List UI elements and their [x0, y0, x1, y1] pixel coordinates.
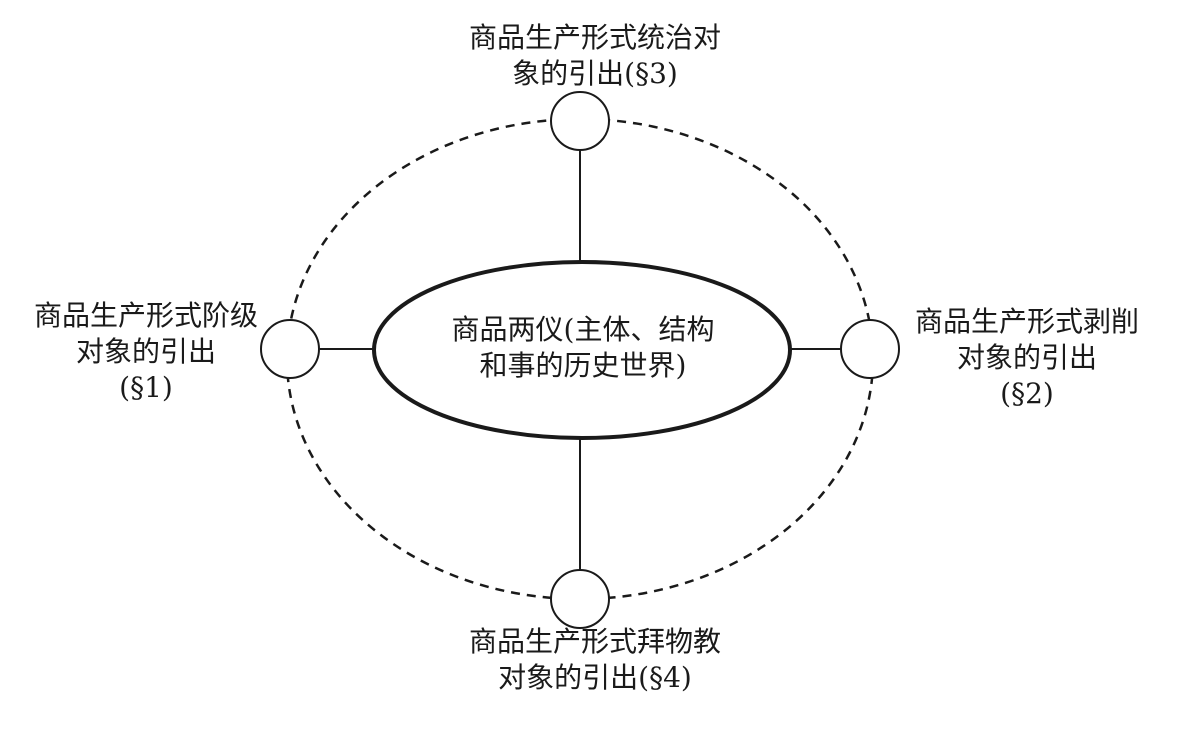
node-label-right-line-2: 对象的引出 — [956, 341, 1097, 374]
node-label-right: 商品生产形式剥削 对象的引出 (§2) — [896, 304, 1158, 412]
center-label-line-2: 和事的历史世界) — [479, 349, 687, 382]
node-label-right-line-1: 商品生产形式剥削 — [914, 305, 1139, 338]
node-label-left-line-2: 对象的引出 — [75, 335, 216, 368]
node-label-bottom-line-1: 商品生产形式拜物教 — [468, 625, 721, 658]
center-label-line-1: 商品两仪(主体、结构 — [451, 313, 715, 346]
node-label-top-line-1: 商品生产形式统治对 — [468, 21, 721, 54]
node-label-left: 商品生产形式阶级 对象的引出 (§1) — [0, 298, 292, 406]
node-label-top-line-2: 象的引出(§3) — [512, 57, 678, 90]
node-label-bottom-line-2: 对象的引出(§4) — [498, 661, 692, 694]
node-circle-left — [260, 319, 320, 379]
center-ellipse — [372, 260, 792, 440]
node-label-left-line-1: 商品生产形式阶级 — [33, 299, 258, 332]
node-circle-top — [550, 91, 610, 151]
node-label-top: 商品生产形式统治对 象的引出(§3) — [395, 20, 795, 92]
node-label-bottom: 商品生产形式拜物教 对象的引出(§4) — [395, 624, 795, 696]
node-label-right-line-3: (§2) — [1000, 377, 1054, 410]
node-circle-right — [840, 319, 900, 379]
center-label: 商品两仪(主体、结构 和事的历史世界) — [385, 312, 781, 384]
node-circle-bottom — [550, 569, 610, 629]
node-label-left-line-3: (§1) — [119, 371, 173, 404]
